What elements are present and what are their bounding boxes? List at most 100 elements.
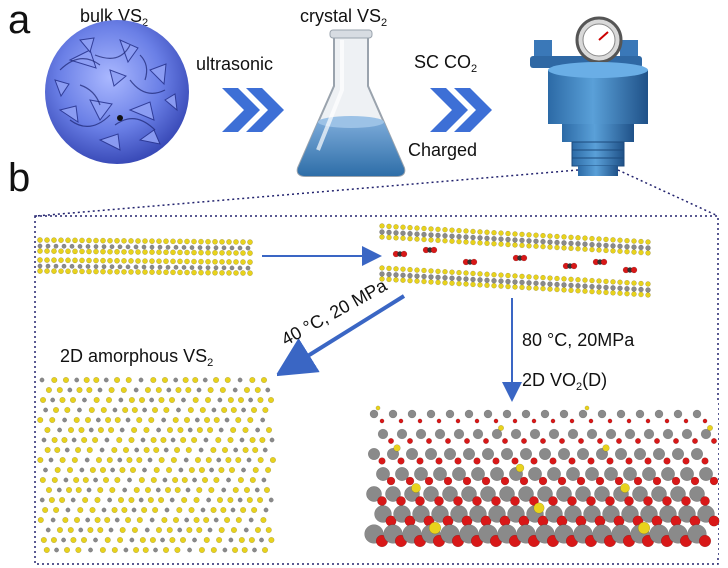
vanadium-atom <box>393 230 399 236</box>
vanadium-atom <box>138 497 144 503</box>
vanadium-atom <box>69 263 75 269</box>
sulfur-atom <box>449 269 455 275</box>
sulfur-atom <box>163 249 169 256</box>
vanadium-atom <box>176 407 181 413</box>
vs2-bilayer-left <box>37 237 253 276</box>
sulfur-atom <box>205 269 211 276</box>
sulfur-atom <box>491 282 497 289</box>
vo2-text: 2D VO <box>522 370 577 390</box>
vo2-label: 2D VO2(D) <box>522 370 607 397</box>
sulfur-atom <box>257 456 264 464</box>
sulfur-atom <box>128 496 135 504</box>
vanadium-atom <box>53 243 59 249</box>
oxygen-atom <box>400 250 408 258</box>
sulfur-atom <box>407 277 413 284</box>
sulfur-atom <box>428 226 434 232</box>
sulfur-atom <box>79 268 85 275</box>
vo2-lattice <box>364 405 720 548</box>
sulfur-atom <box>59 456 66 464</box>
vanadium-atom <box>54 547 60 553</box>
sulfur-atom <box>235 516 242 524</box>
oxygen-atom <box>682 457 690 465</box>
vanadium-atom <box>147 457 153 463</box>
sulfur-atom <box>263 486 270 494</box>
vanadium-atom <box>237 265 243 271</box>
sulfur-atom <box>212 249 218 256</box>
vanadium-atom <box>216 457 222 463</box>
oxygen-atom <box>600 258 608 266</box>
vanadium-atom <box>97 387 103 393</box>
sulfur-atom <box>151 406 159 414</box>
sulfur-atom <box>170 269 176 276</box>
sulfur-atom <box>240 506 247 514</box>
sulfur-atom <box>265 466 272 474</box>
vanadium-atom <box>456 275 462 282</box>
sulfur-atom <box>414 236 420 242</box>
vanadium-atom <box>93 244 99 250</box>
vanadium-atom <box>435 274 441 281</box>
sulfur-atom <box>196 426 203 434</box>
sulfur-atom <box>515 463 525 473</box>
vanadium-atom <box>69 243 75 249</box>
sulfur-atom <box>176 506 183 514</box>
sulfur-atom <box>126 456 133 464</box>
vanadium-atom <box>680 467 694 481</box>
sulfur-atom <box>414 225 420 231</box>
sulfur-atom <box>149 536 156 544</box>
oxygen-atom <box>681 496 691 506</box>
vanadium-atom <box>101 264 107 270</box>
vanadium-atom <box>477 235 483 241</box>
vanadium-atom <box>582 241 588 247</box>
oxygen-atom <box>407 438 413 444</box>
sulfur-atom <box>163 269 169 276</box>
vanadium-atom <box>107 497 113 503</box>
sulfur-atom <box>617 290 623 297</box>
oxygen-atom <box>378 457 386 465</box>
sulfur-atom <box>75 486 82 494</box>
sulfur-atom <box>188 466 195 474</box>
sulfur-atom <box>575 246 581 252</box>
sulfur-atom <box>104 536 111 544</box>
sulfur-atom <box>163 406 170 414</box>
sulfur-atom <box>498 241 504 247</box>
sulfur-atom <box>249 476 256 484</box>
oxygen-atom <box>595 476 605 486</box>
sulfur-atom <box>208 486 215 494</box>
oxygen-atom <box>405 476 415 486</box>
sulfur-atom <box>164 486 172 494</box>
oxygen-atom <box>570 262 578 270</box>
sulfur-atom <box>260 376 268 384</box>
oxygen-atom <box>683 418 689 424</box>
sulfur-atom <box>158 456 165 464</box>
sulfur-atom <box>645 292 651 298</box>
vanadium-atom <box>109 264 115 270</box>
sulfur-atom <box>142 546 149 554</box>
sulfur-atom <box>526 232 532 238</box>
sulfur-atom <box>568 276 574 283</box>
oxygen-atom <box>462 476 472 486</box>
vanadium-atom <box>48 457 54 463</box>
vanadium-atom <box>470 276 476 283</box>
sulfur-atom <box>135 269 141 275</box>
vanadium-atom <box>79 467 85 473</box>
sulfur-atom <box>456 269 462 276</box>
sulfur-atom <box>268 536 275 544</box>
sulfur-atom <box>51 257 57 263</box>
sulfur-atom <box>575 288 581 294</box>
sulfur-atom <box>149 238 155 244</box>
sulfur-atom <box>198 249 204 256</box>
sulfur-atom <box>153 466 160 474</box>
vanadium-atom <box>260 417 266 423</box>
sulfur-atom <box>400 224 406 231</box>
sulfur-atom <box>617 279 623 286</box>
sulfur-atom <box>589 277 595 284</box>
sulfur-atom <box>64 406 71 414</box>
vanadium-atom <box>407 272 413 279</box>
oxygen-atom <box>626 418 632 424</box>
sulfur-atom <box>142 249 148 255</box>
oxygen-atom <box>434 496 444 506</box>
sulfur-atom <box>128 238 134 244</box>
oxygen-atom <box>472 496 482 506</box>
oxygen-atom <box>662 496 672 506</box>
vanadium-atom <box>610 285 616 291</box>
